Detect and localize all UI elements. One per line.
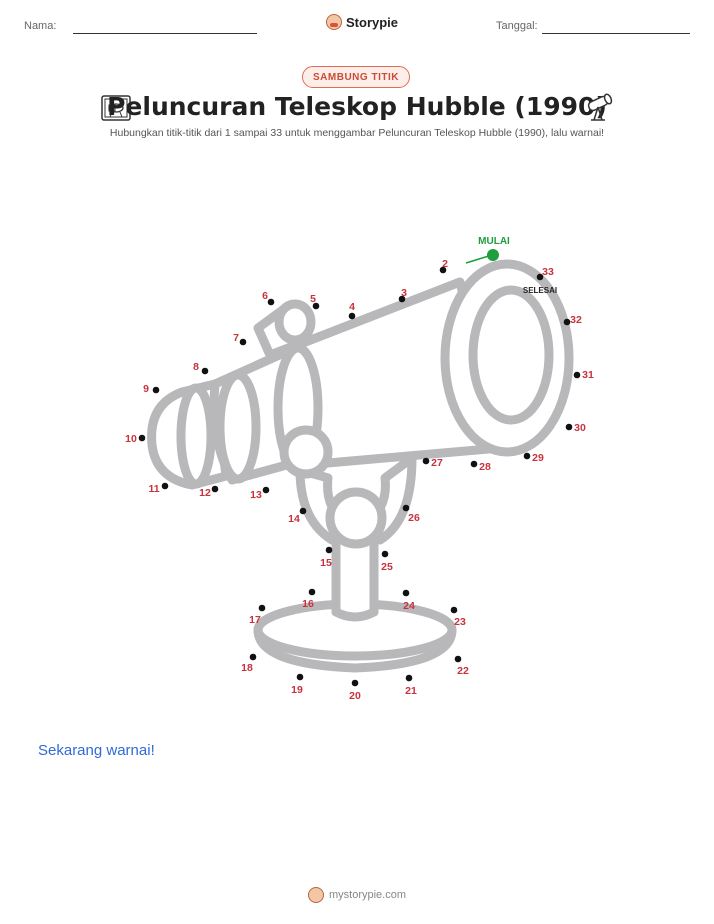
base-rim-outline <box>253 625 457 673</box>
instructions: Hubungkan titik-titik dari 1 sampai 33 u… <box>109 127 605 139</box>
inner-lens-outline <box>468 285 554 425</box>
dot-number-7: 7 <box>233 332 239 344</box>
end-label: SELESAI <box>523 286 557 295</box>
dot-22 <box>454 655 462 663</box>
dot-number-5: 5 <box>310 293 316 305</box>
dot-18 <box>249 653 257 661</box>
dot-number-6: 6 <box>262 290 268 302</box>
dot-number-31: 31 <box>582 369 594 381</box>
dot-19 <box>296 673 304 681</box>
dot-number-15: 15 <box>320 557 332 569</box>
date-label: Tanggal: <box>496 20 538 32</box>
footer-site: mystorypie.com <box>328 889 407 901</box>
brand-name: Storypie <box>346 14 399 30</box>
footer: mystorypie.com <box>0 887 714 903</box>
dot-number-4: 4 <box>349 301 355 313</box>
dot-number-28: 28 <box>479 461 491 473</box>
dot-14 <box>299 507 307 515</box>
dot-number-9: 9 <box>143 383 149 395</box>
dot-number-11: 11 <box>148 483 159 495</box>
date-field[interactable] <box>542 33 690 34</box>
dot-number-25: 25 <box>381 561 393 573</box>
dot-15 <box>325 546 333 554</box>
dot-2 <box>439 266 447 274</box>
dot-21 <box>405 674 413 682</box>
dot-number-14: 14 <box>288 513 300 525</box>
dot-10 <box>138 434 146 442</box>
dot-16 <box>308 588 316 596</box>
dot-17 <box>258 604 266 612</box>
activity-badge: SAMBUNG TITIK <box>302 66 410 88</box>
dot-3 <box>398 295 406 303</box>
finder-cap-outline <box>274 299 316 345</box>
dot-6 <box>267 298 275 306</box>
dot-12 <box>211 485 219 493</box>
dot-number-22: 22 <box>457 665 469 677</box>
dot-33 <box>536 273 544 281</box>
dot-number-32: 32 <box>570 314 582 326</box>
dot-4 <box>348 312 356 320</box>
dot-11 <box>161 482 169 490</box>
storypie-footer-logo-icon <box>307 887 324 903</box>
dot-25 <box>381 550 389 558</box>
dot-30 <box>565 423 573 431</box>
dot-20 <box>351 679 359 687</box>
dot-number-29: 29 <box>532 452 544 464</box>
color-prompt: Sekarang warnai! <box>38 742 155 759</box>
dot-number-12: 12 <box>199 487 211 499</box>
dot-number-18: 18 <box>241 662 253 674</box>
rear-ring-outline <box>215 370 261 484</box>
dot-7 <box>239 338 247 346</box>
dot-number-26: 26 <box>408 512 420 524</box>
dot-number-10: 10 <box>125 433 137 445</box>
dot-number-8: 8 <box>193 361 199 373</box>
dot-5 <box>312 302 320 310</box>
telescope-pinned-picture-icon <box>101 95 131 121</box>
dot-31 <box>573 371 581 379</box>
dot-number-3: 3 <box>401 287 407 299</box>
name-label: Nama: <box>24 20 57 32</box>
telescope-icon <box>587 93 613 121</box>
storypie-logo-icon <box>326 14 342 30</box>
dot-27 <box>422 457 430 465</box>
dot-number-17: 17 <box>249 614 261 626</box>
dot-28 <box>470 460 478 468</box>
start-label: MULAI <box>478 236 510 247</box>
brand: Storypie <box>326 14 398 30</box>
dot-number-16: 16 <box>302 598 314 610</box>
dot-number-23: 23 <box>454 616 466 628</box>
dot-8 <box>201 367 209 375</box>
fork-hub-outline <box>325 487 387 549</box>
dot-number-27: 27 <box>431 457 443 469</box>
dot-number-30: 30 <box>574 422 586 434</box>
dot-24 <box>402 589 410 597</box>
dot-29 <box>523 452 531 460</box>
telescope-outline <box>147 259 574 673</box>
worksheet-header: Nama: Storypie Tanggal: <box>0 0 714 50</box>
dot-9 <box>152 386 160 394</box>
dot-13 <box>262 486 270 494</box>
page-title: Peluncuran Teleskop Hubble (1990) <box>107 92 607 121</box>
eyepiece-ring-outline <box>176 383 216 489</box>
mount-knob-outline <box>279 425 333 479</box>
dot-number-2: 2 <box>442 258 448 270</box>
dot-number-20: 20 <box>349 690 361 702</box>
dot-number-13: 13 <box>250 489 262 501</box>
dot-23 <box>450 606 458 614</box>
start-marker <box>487 249 499 261</box>
dot-number-33: 33 <box>542 266 554 278</box>
dot-number-19: 19 <box>291 684 303 696</box>
name-field[interactable] <box>73 33 257 34</box>
dot-number-24: 24 <box>403 600 415 612</box>
dot-number-21: 21 <box>405 685 417 697</box>
dot-26 <box>402 504 410 512</box>
dot-32 <box>563 318 571 326</box>
stand-outline <box>331 520 379 622</box>
